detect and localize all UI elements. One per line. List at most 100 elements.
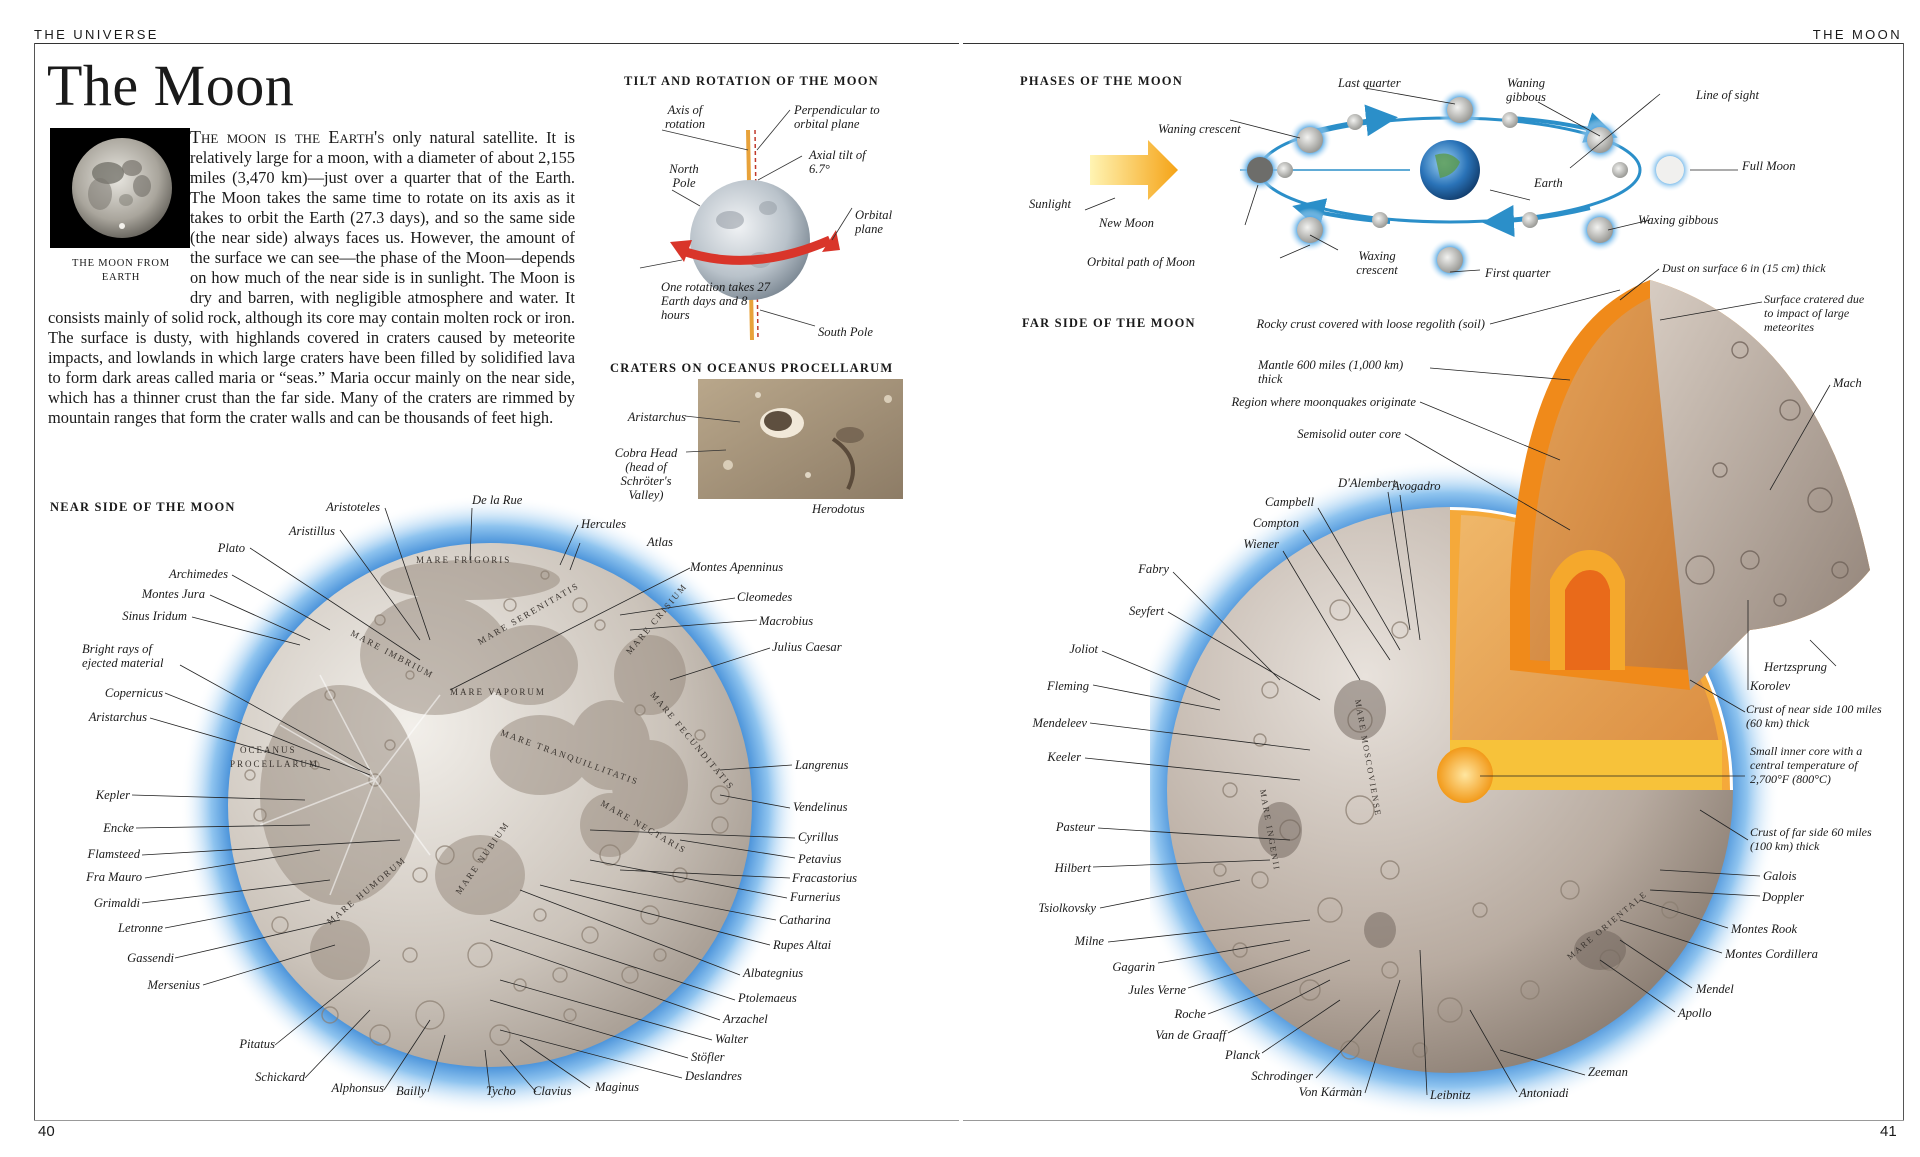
label-von-karman: Von Kármàn — [1298, 1085, 1362, 1099]
label-arzachel: Arzachel — [723, 1012, 768, 1026]
label-hertzsprung: Hertzsprung — [1764, 660, 1827, 674]
header-rule-right — [963, 43, 1904, 44]
tilt-diagram — [639, 109, 853, 340]
label-axis-rotation: Axis of rotation — [664, 103, 706, 131]
label-fra-mauro: Fra Mauro — [86, 870, 142, 884]
label-bailly: Bailly — [396, 1084, 427, 1098]
label-sunlight: Sunlight — [1029, 197, 1071, 211]
label-north-pole: North Pole — [669, 162, 699, 190]
label-schrodinger: Schrodinger — [1251, 1069, 1313, 1083]
label-korolev: Korolev — [1750, 679, 1791, 693]
moon-photo — [50, 128, 190, 248]
label-fracastorius: Fracastorius — [792, 871, 858, 885]
label-archimedes: Archimedes — [169, 567, 228, 581]
label-aristarchus-photo: Aristarchus — [627, 410, 686, 424]
label-van-de-graaff: Van de Graaff — [1155, 1028, 1226, 1042]
label-bright-rays: Bright rays of ejected material — [82, 642, 164, 670]
label-vendelinus: Vendelinus — [793, 800, 848, 814]
label-tycho: Tycho — [486, 1084, 516, 1098]
label-de-la-rue: De la Rue — [472, 493, 523, 507]
label-encke: Encke — [103, 821, 134, 835]
label-montes-apenninus: Montes Apenninus — [690, 560, 784, 574]
label-orbital-plane: Orbital plane — [855, 208, 893, 236]
label-fleming: Fleming — [1047, 679, 1089, 693]
page-title: The Moon — [47, 53, 295, 118]
label-surface-cratered: Surface cratered due to impact of large … — [1764, 292, 1865, 334]
label-seyfert: Seyfert — [1129, 604, 1164, 618]
label-waning-gibbous: Waning gibbous — [1506, 76, 1546, 104]
label-inner-core: Small inner core with a central temperat… — [1750, 744, 1863, 786]
label-sinus-iridum: Sinus Iridum — [122, 609, 187, 623]
label-stofler: Stöfler — [691, 1050, 725, 1064]
running-head-right: THE MOON — [1812, 27, 1902, 42]
page-number-right: 41 — [1880, 1123, 1897, 1140]
label-zeeman: Zeeman — [1588, 1065, 1628, 1079]
label-plato: Plato — [217, 541, 245, 555]
craters-photo — [698, 379, 903, 499]
label-apollo: Apollo — [1678, 1006, 1712, 1020]
label-mendel: Mendel — [1696, 982, 1734, 996]
label-waxing-gibbous: Waxing gibbous — [1638, 213, 1719, 227]
label-aristarchus: Aristarchus — [88, 710, 147, 724]
footer-rule-left — [34, 1120, 959, 1121]
label-walter: Walter — [715, 1032, 749, 1046]
label-doppler: Doppler — [1762, 890, 1804, 904]
label-dalembert: D'Alembert — [1338, 476, 1396, 490]
label-milne: Milne — [1074, 934, 1104, 948]
page-border-right — [1903, 43, 1904, 1121]
craters-title: CRATERS ON OCEANUS PROCELLARUM — [610, 361, 894, 375]
label-leibnitz: Leibnitz — [1430, 1088, 1471, 1102]
photo-caption: THE MOON FROM EARTH — [72, 258, 170, 283]
label-furnerius: Furnerius — [790, 890, 841, 904]
label-pitatus: Pitatus — [239, 1037, 275, 1051]
label-south-pole: South Pole — [818, 325, 873, 339]
mare-frigoris: MARE FRIGORIS — [416, 555, 511, 565]
intro-text: only natural satellite. It is relatively… — [48, 128, 576, 427]
intro-paragraph: The moon is the Earth's only natural sat… — [48, 127, 575, 428]
page-number-left: 40 — [38, 1123, 55, 1140]
page-border-left — [34, 43, 35, 1121]
oceanus-procellarum-2: PROCELLARUM — [230, 759, 319, 769]
label-aristoteles: Aristoteles — [326, 500, 380, 514]
label-gassendi: Gassendi — [127, 951, 174, 965]
label-orbital-path: Orbital path of Moon — [1087, 255, 1196, 269]
near-side-title: NEAR SIDE OF THE MOON — [50, 500, 236, 514]
label-antoniadi: Antoniadi — [1519, 1086, 1569, 1100]
label-avogadro: Avogadro — [1392, 479, 1441, 493]
label-catharina: Catharina — [779, 913, 831, 927]
label-cleomedes: Cleomedes — [737, 590, 793, 604]
label-deslandres: Deslandres — [685, 1069, 742, 1083]
far-side-title: FAR SIDE OF THE MOON — [1022, 316, 1196, 330]
label-dust: Dust on surface 6 in (15 cm) thick — [1662, 261, 1826, 275]
label-mersenius: Mersenius — [147, 978, 200, 992]
label-campbell: Campbell — [1265, 495, 1314, 509]
label-pasteur: Pasteur — [1055, 820, 1095, 834]
phases-diagram — [1084, 87, 1738, 282]
label-maginus: Maginus — [595, 1080, 640, 1094]
label-alphonsus: Alphonsus — [331, 1081, 384, 1095]
label-copernicus: Copernicus — [104, 686, 163, 700]
label-new-moon: New Moon — [1099, 216, 1154, 230]
label-compton: Compton — [1252, 516, 1299, 530]
label-atlas: Atlas — [647, 535, 673, 549]
label-keeler: Keeler — [1047, 750, 1081, 764]
label-hercules: Hercules — [581, 517, 626, 531]
label-schickard: Schickard — [255, 1070, 305, 1084]
intro-lead: The moon is the Earth's — [190, 127, 385, 147]
label-aristillus: Aristillus — [288, 524, 335, 538]
label-albategnius: Albategnius — [743, 966, 804, 980]
label-clavius: Clavius — [533, 1084, 572, 1098]
label-fabry: Fabry — [1138, 562, 1169, 576]
header-rule-left — [34, 43, 959, 44]
label-galois: Galois — [1763, 869, 1797, 883]
oceanus-procellarum: OCEANUS — [240, 745, 297, 755]
label-mach: Mach — [1833, 376, 1862, 390]
label-flamsteed: Flamsteed — [87, 847, 140, 861]
label-montes-jura: Montes Jura — [141, 587, 205, 601]
running-head-left: THE UNIVERSE — [34, 27, 159, 42]
label-waxing-crescent: Waxing crescent — [1356, 249, 1398, 277]
label-joliot: Joliot — [1069, 642, 1098, 656]
moon-wedge-cutaway — [1510, 280, 1870, 690]
label-cyrillus: Cyrillus — [798, 830, 839, 844]
label-mantle: Mantle 600 miles (1,000 km) thick — [1258, 358, 1404, 386]
